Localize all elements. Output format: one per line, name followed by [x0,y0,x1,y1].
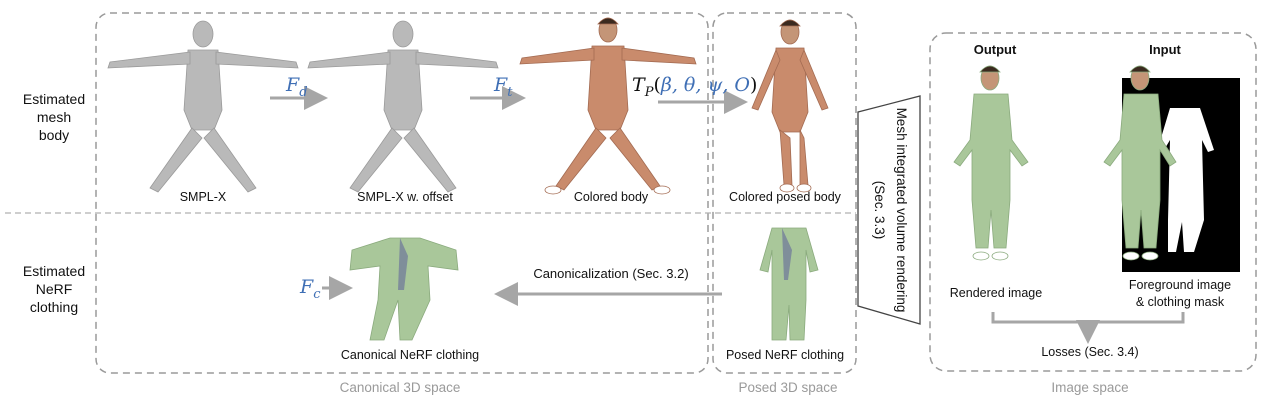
colored-posed-body-figure [751,19,829,193]
mesh-row-label: Estimated mesh body [22,91,86,143]
canonical-space-label: Canonical 3D space [339,380,461,395]
canonical-space-box [95,12,709,374]
ft-label: Ft [494,74,513,100]
tp-label: TP(β, θ, ψ, O) [632,74,758,100]
smplx-caption: SMPL-X [179,190,227,204]
rendered-image-caption: Rendered image [949,286,1043,300]
canonical-nerf-caption: Canonical NeRF clothing [340,348,480,362]
smplx-offset-figure [307,20,499,193]
image-space-label: Image space [1051,380,1129,395]
clothing-mask [1158,108,1214,252]
input-figure [1103,65,1177,261]
foreground-caption: Foreground image & clothing mask [1128,278,1232,309]
colored-posed-body-caption: Colored posed body [729,190,841,204]
colored-body-figure [519,17,697,195]
canonical-clothing-figure [349,237,459,341]
smplx-figure [107,20,299,193]
colored-body-caption: Colored body [573,190,649,204]
image-space-box [929,32,1257,372]
smplx-offset-caption: SMPL-X w. offset [357,190,453,204]
posed-space-box [712,12,857,374]
posed-nerf-caption: Posed NeRF clothing [725,348,845,362]
posed-space-label: Posed 3D space [738,380,838,395]
renderer-label: Mesh integrated volume rendering (Sec. 3… [872,107,909,313]
losses-bracket [991,312,1185,324]
fd-label: Fd [286,74,308,100]
rendered-output-figure [953,65,1029,261]
output-header: Output [973,42,1017,57]
input-header: Input [1149,42,1181,57]
renderer-trapezoid [857,95,921,325]
losses-caption: Losses (Sec. 3.4) [1041,345,1139,359]
nerf-row-label: Estimated NeRF clothing [22,263,86,315]
fc-label: Fc [300,276,321,302]
canonicalization-caption: Canonicalization (Sec. 3.2) [533,266,689,281]
posed-clothing-figure [759,227,819,341]
